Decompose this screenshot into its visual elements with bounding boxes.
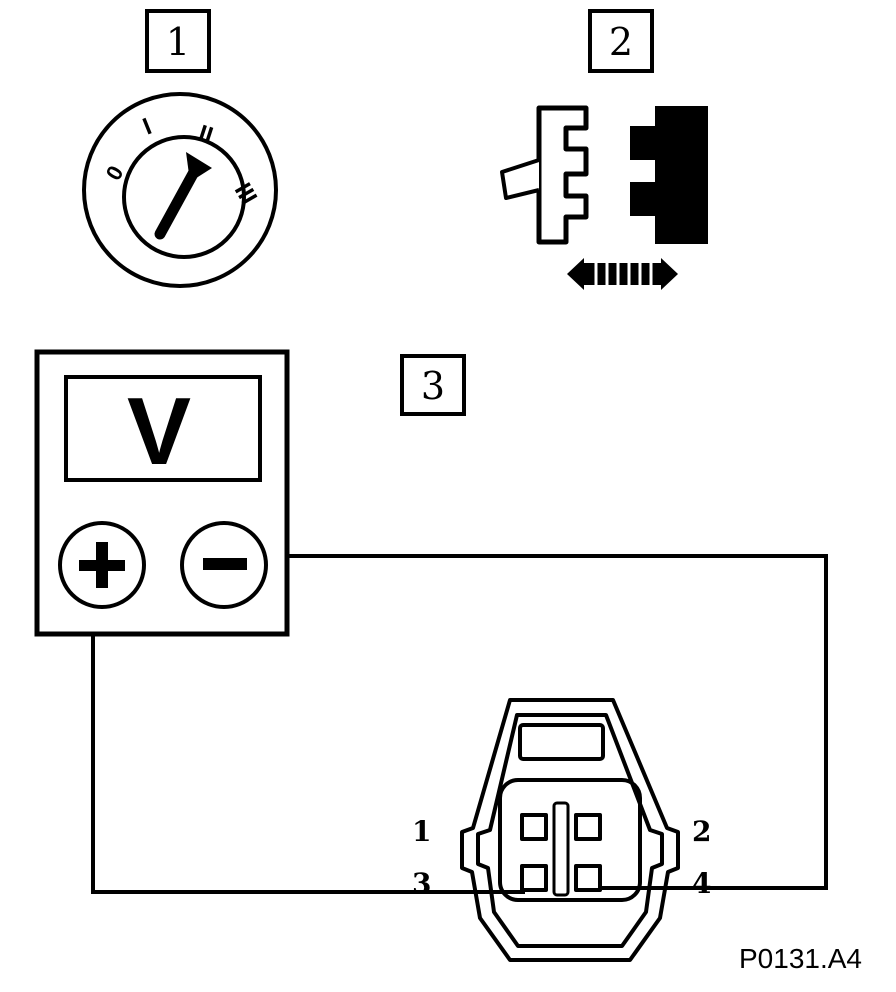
pin-4-label: 4 xyxy=(692,867,711,900)
positive-lead-wire xyxy=(91,590,433,894)
step-3-label-box: 3 xyxy=(400,354,466,416)
step-3-label: 3 xyxy=(421,364,445,408)
test-leads xyxy=(91,554,828,894)
figure-code: P0131.A4 xyxy=(739,943,862,974)
separate-arrows-icon xyxy=(567,258,678,290)
pin-1-label: 1 xyxy=(412,815,431,848)
voltmeter: V + − xyxy=(34,349,290,637)
disconnected-connector-icon xyxy=(500,105,708,245)
step-1-label-box: 1 xyxy=(145,9,211,73)
sensor-connector xyxy=(460,698,680,962)
step-1-label: 1 xyxy=(166,20,190,64)
step-2-label-box: 2 xyxy=(588,9,654,73)
pin-2-label: 2 xyxy=(692,815,711,848)
step-2-label: 2 xyxy=(609,20,633,64)
minus-icon xyxy=(203,558,247,570)
pin-3-label: 3 xyxy=(412,867,431,900)
negative-lead-wire xyxy=(266,554,828,890)
voltmeter-display: V xyxy=(127,378,191,485)
ignition-switch-icon: 0 I II III xyxy=(82,92,278,288)
